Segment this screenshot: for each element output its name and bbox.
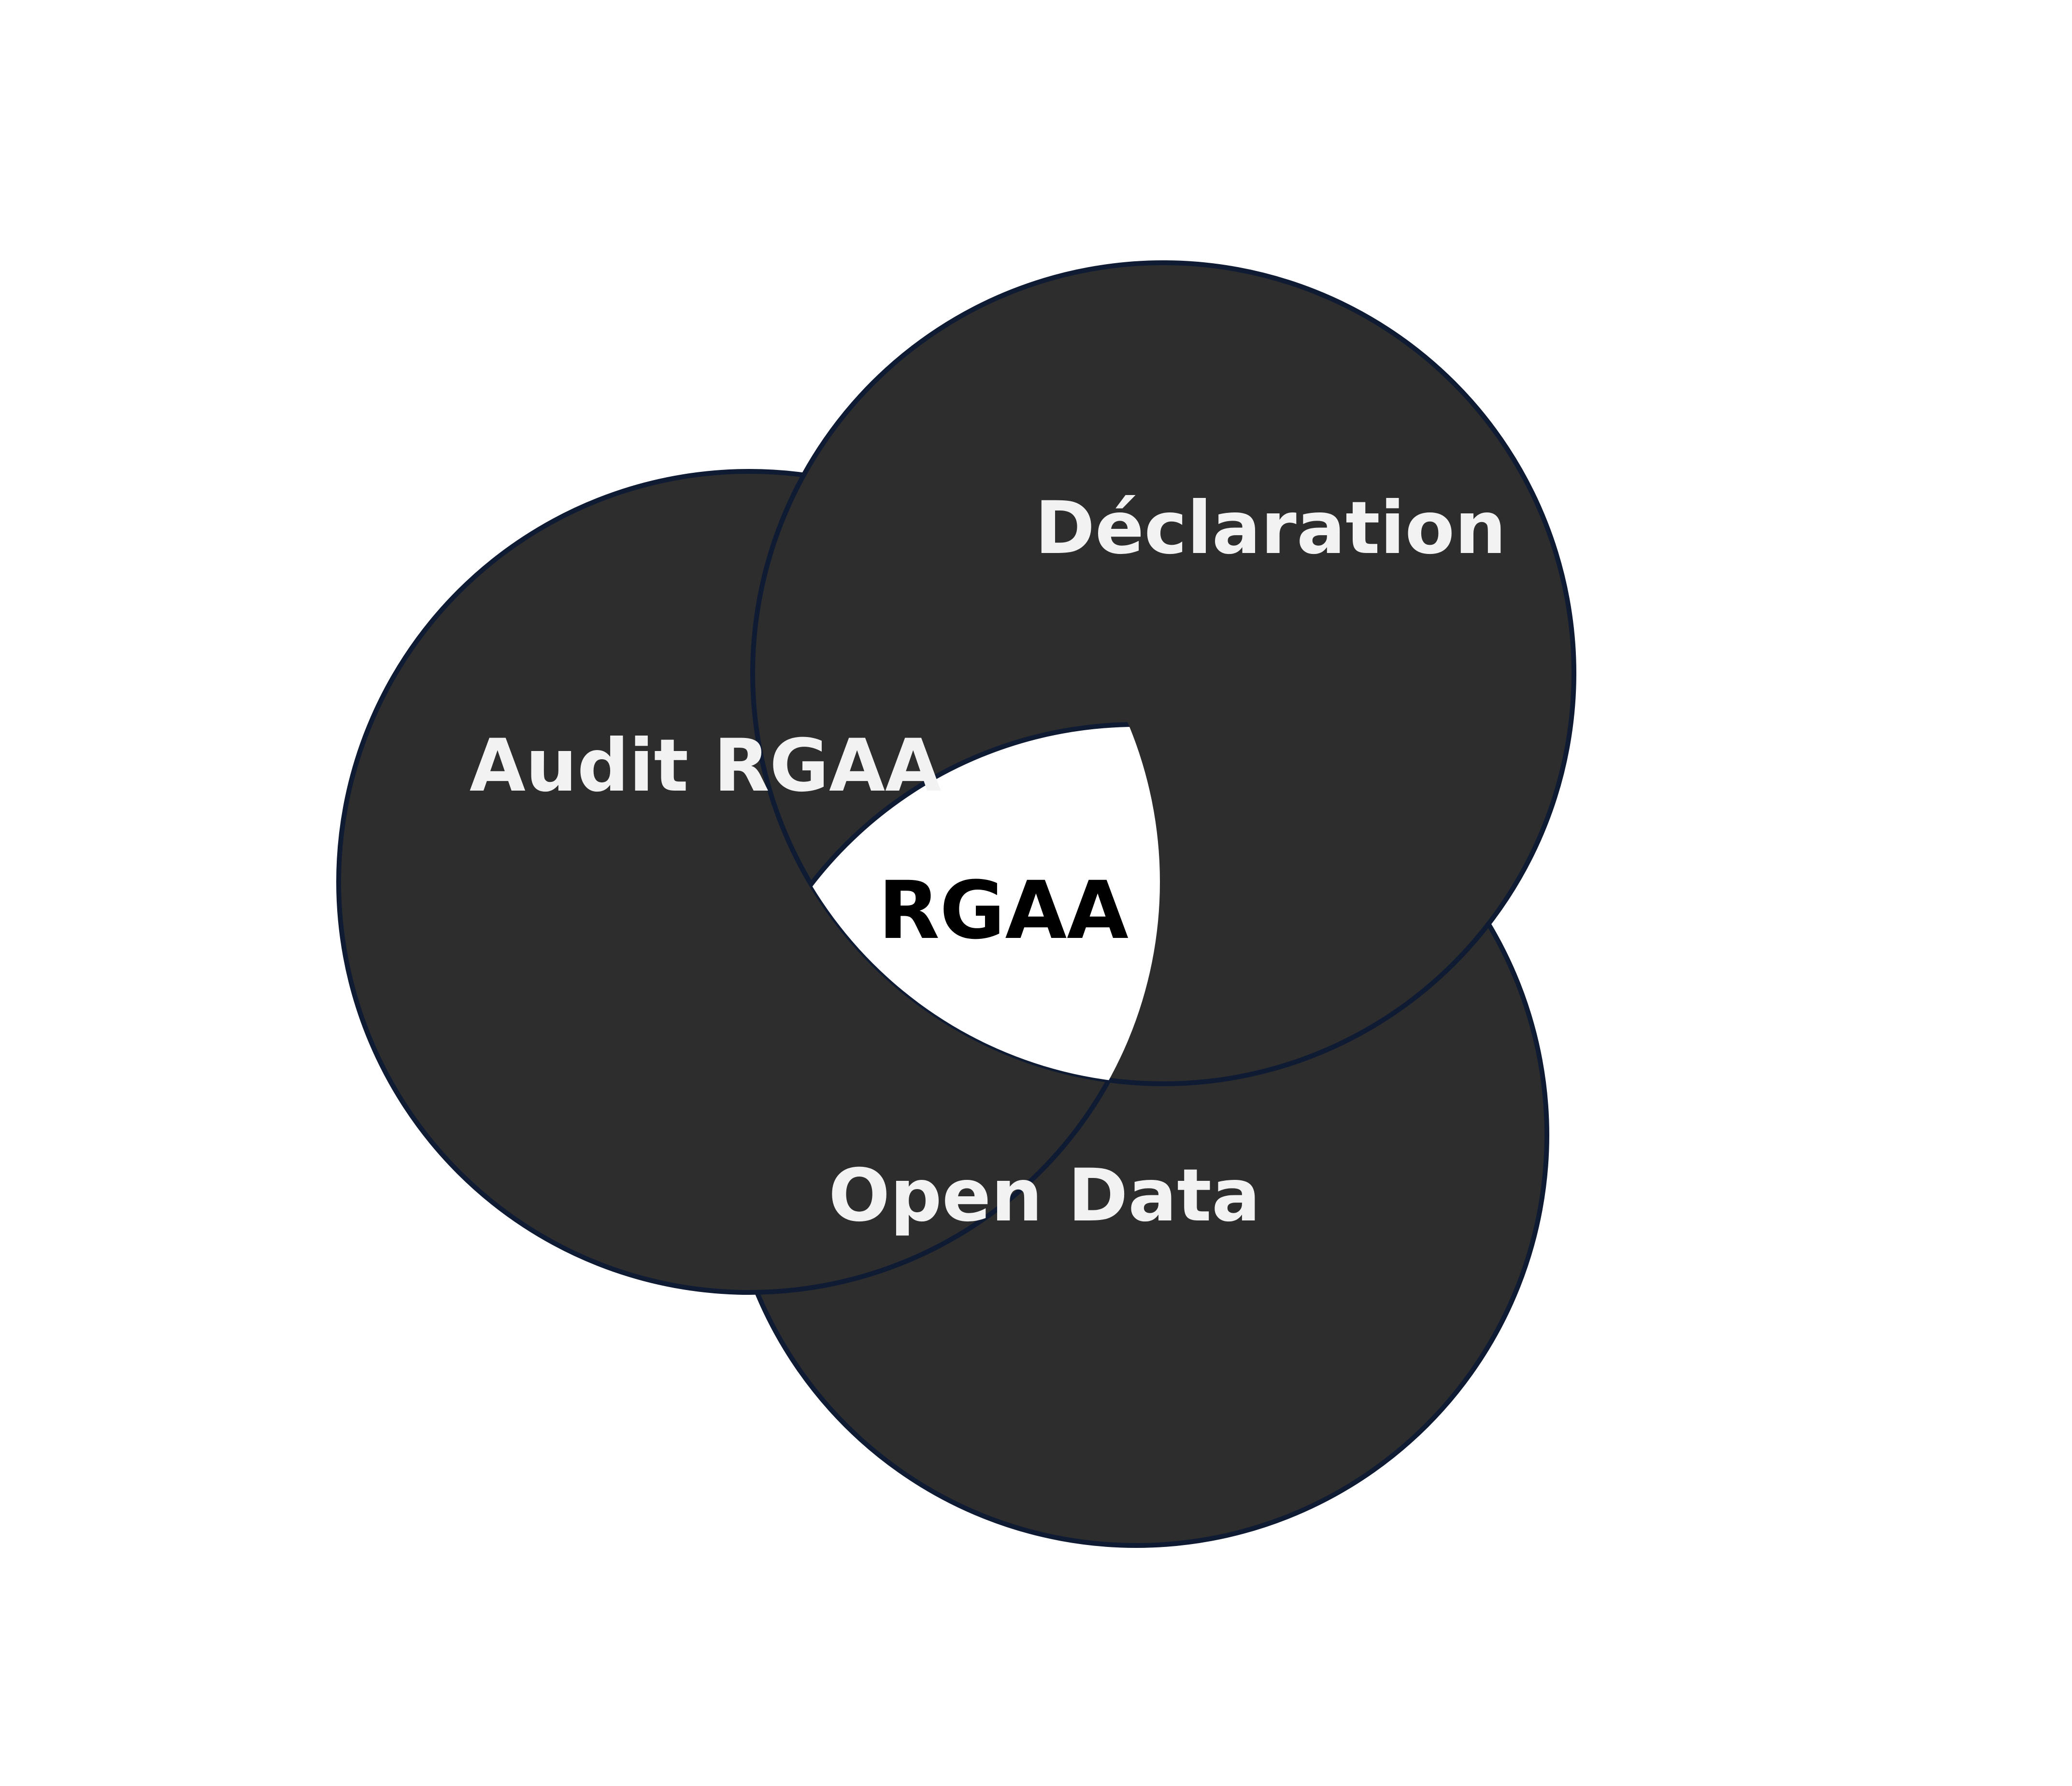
label-audit-rgaa: Audit RGAA <box>470 724 941 808</box>
label-open-data: Open Data <box>829 1154 1260 1238</box>
label-rgaa-center: RGAA <box>878 864 1129 957</box>
label-declaration: Déclaration <box>1035 486 1506 570</box>
